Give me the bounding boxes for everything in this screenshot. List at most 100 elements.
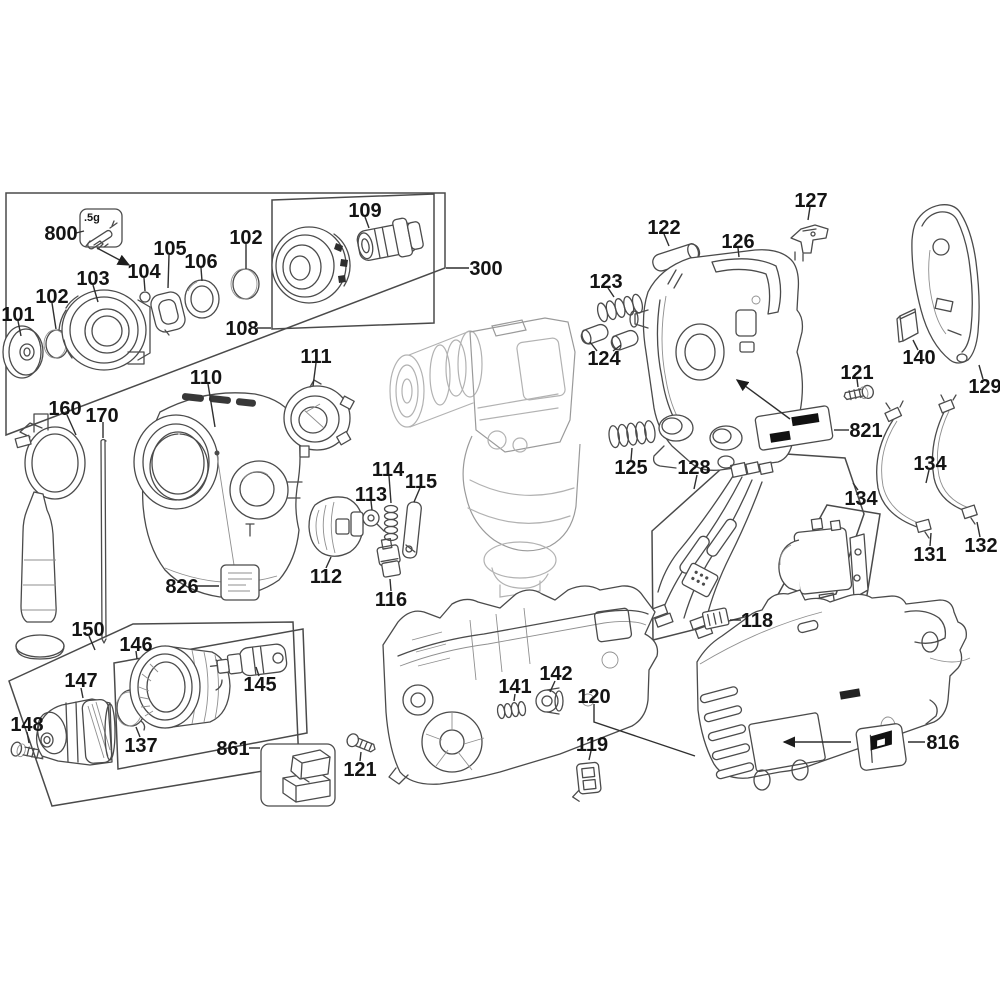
part-146-sleeve-sketch [129, 645, 231, 729]
part-125-spring-sketch [608, 420, 656, 449]
part-111-ring-sketch [283, 379, 355, 458]
part-104-sketch [139, 291, 151, 303]
arrow-label-821-to-housing [735, 379, 791, 420]
left-clamshell-housing-sketch [382, 585, 659, 785]
part-label-121-bottom: 121 [343, 759, 376, 781]
leader-122 [663, 233, 670, 247]
leader-145 [255, 666, 260, 677]
part-145-spindle-sketch [209, 643, 288, 677]
part-861-case-sketch [260, 743, 336, 807]
leader-121-right [856, 378, 859, 388]
part-label-114: 114 [372, 459, 405, 481]
part-label-123: 123 [589, 271, 622, 293]
part-label-116: 116 [375, 589, 407, 611]
part-140-brush-sketch [896, 308, 919, 343]
part-label-106: 106 [184, 251, 217, 273]
part-129-handle-cover-sketch [911, 204, 980, 364]
part-label-112: 112 [310, 566, 342, 588]
leader-125 [630, 447, 633, 461]
part-118-connector-sketch [701, 607, 730, 630]
leader-116 [389, 578, 392, 592]
part-label-122: 122 [647, 217, 680, 239]
part-label-108: 108 [225, 318, 258, 340]
group-callout-arrows [96, 247, 851, 748]
part-label-105: 105 [153, 238, 186, 260]
leader-115 [413, 487, 421, 503]
part-label-110: 110 [190, 367, 222, 389]
part-102-right-sketch [230, 268, 260, 300]
leader-160 [66, 414, 77, 436]
part-119-bracket-sketch [572, 761, 602, 802]
part-128-harness-sketch [648, 455, 774, 639]
part-121-bottom-screw-sketch [346, 733, 376, 753]
part-148-screw-sketch [10, 741, 47, 760]
part-label-821: 821 [849, 420, 882, 442]
part-label-160: 160 [48, 398, 81, 420]
part-label-120: 120 [577, 686, 610, 708]
leader-126 [737, 247, 740, 258]
boundary-box-assembly-300-inner [271, 193, 435, 330]
part-label-132: 132 [964, 535, 997, 557]
leader-123 [607, 287, 615, 298]
part-label-113: 113 [355, 484, 387, 506]
part-106-sketch [184, 279, 220, 319]
part-label-131: 131 [913, 544, 946, 566]
leader-127 [807, 206, 811, 221]
part-label-124: 124 [587, 348, 621, 370]
leader-110 [207, 383, 216, 428]
leader-137 [135, 726, 141, 738]
arrow-grease-to-104 [96, 247, 131, 266]
part-label-141: 141 [498, 676, 531, 698]
leader-134-right [925, 469, 930, 484]
grease-tube-icon [85, 220, 118, 250]
leader-112 [325, 556, 332, 569]
leader-141 [513, 693, 516, 702]
part-label-121-right: 121 [840, 362, 873, 384]
leader-140 [912, 339, 919, 351]
part-label-142: 142 [539, 663, 572, 685]
leader-128 [693, 474, 698, 490]
part-label-104: 104 [127, 261, 161, 283]
part-label-816: 816 [926, 732, 959, 754]
part-123-spring-sketch [596, 293, 644, 323]
leader-113 [370, 500, 373, 511]
part-124-pins-sketch [580, 323, 639, 351]
grease-note: .5g [84, 212, 100, 224]
part-114-spring-sketch [383, 504, 399, 542]
boundary-box-assembly-150-inner [113, 628, 308, 770]
leader-150 [88, 635, 96, 651]
part-label-111: 111 [300, 346, 331, 368]
part-821-label-sketch [754, 405, 834, 451]
leader-109 [364, 216, 370, 229]
part-label-127: 127 [794, 190, 827, 212]
leader-111 [312, 362, 317, 387]
part-109-clutch-sketch [271, 217, 424, 304]
part-label-134-mid: 134 [844, 488, 878, 510]
part-127-bracket-sketch [790, 224, 829, 262]
leader-121-bottom [359, 751, 362, 762]
part-label-861: 861 [216, 738, 249, 760]
part-label-115: 115 [405, 471, 437, 493]
leader-119 [588, 750, 592, 761]
leader-105 [167, 254, 170, 289]
part-116-block-sketch [376, 537, 401, 578]
part-170-depth-rod-sketch [100, 438, 107, 644]
part-121-right-screw-sketch [843, 384, 874, 401]
leader-103 [92, 284, 99, 303]
switch-assembly-sketch [778, 517, 869, 611]
leader-148 [26, 731, 30, 744]
leader-142 [549, 680, 556, 693]
boundary-box-assembly-150-outer [8, 621, 300, 807]
grip-ridges [699, 686, 755, 780]
part-label-125: 125 [614, 457, 647, 479]
part-160-side-handle-sketch [14, 413, 86, 660]
leader-124 [589, 341, 598, 352]
part-label-826: 826 [165, 576, 198, 598]
leader-104 [143, 277, 146, 292]
part-label-137: 137 [124, 735, 157, 757]
part-label-147: 147 [64, 670, 97, 692]
part-103-sketch [58, 289, 151, 371]
part-label-118: 118 [741, 610, 773, 632]
leader-102-left [51, 302, 57, 330]
